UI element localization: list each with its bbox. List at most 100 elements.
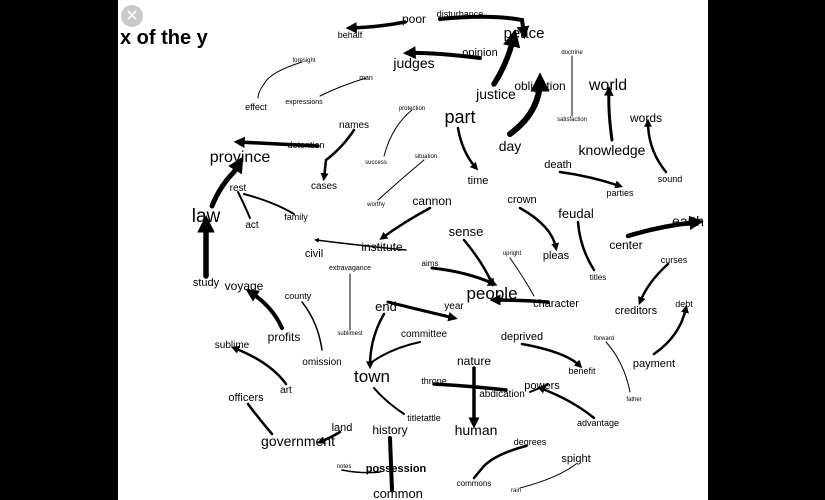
edge-knowledge-world	[603, 86, 614, 142]
word-situation: situation	[415, 154, 437, 160]
word-sound: sound	[658, 174, 683, 184]
edge-foresight-effect	[257, 61, 303, 99]
word-family: family	[284, 212, 308, 222]
word-earth: earth	[672, 213, 704, 229]
edge-curses-creditors	[638, 262, 670, 305]
word-notes: notes	[337, 464, 352, 470]
edge-titletattle-town	[373, 387, 405, 415]
word-civil: civil	[305, 248, 323, 260]
word-study: study	[193, 277, 220, 289]
word-world: world	[588, 77, 627, 94]
edge-protection-success	[383, 109, 413, 157]
word-common: common	[373, 486, 423, 500]
edge-family-rest	[243, 193, 295, 215]
word-expressions: expressions	[285, 99, 323, 106]
word-judges: judges	[392, 55, 434, 71]
edge-committee-town	[371, 341, 421, 363]
edge-profits-voyage	[245, 289, 284, 330]
edge-land-government	[317, 430, 342, 444]
word-spight: spight	[561, 453, 590, 465]
edge-institute-civil	[314, 237, 407, 251]
word-opinion: opinion	[462, 47, 497, 59]
edge-opinion-judges	[402, 46, 482, 60]
word-effect: effect	[245, 102, 267, 112]
word-officers: officers	[228, 392, 264, 404]
word-part: part	[444, 107, 475, 127]
diagram-canvas: disturbance poor behalf peace judges opi…	[118, 0, 708, 500]
edge-day-obligation	[507, 72, 550, 137]
word-cases: cases	[311, 181, 337, 192]
edge-aims-people	[430, 266, 498, 286]
word-province: province	[210, 149, 271, 166]
edge-spight-rain	[519, 463, 577, 489]
word-throne: throne	[421, 376, 447, 386]
edge-character-people	[489, 294, 550, 306]
word-character: character	[533, 298, 579, 310]
edge-sound-words	[644, 118, 668, 174]
edge-forward-father	[605, 341, 631, 393]
edge-advantage-powers	[537, 385, 596, 420]
edge-detention-province	[233, 136, 320, 148]
edge-degrees-commons	[472, 444, 528, 480]
word-behalf: behalf	[338, 30, 363, 40]
edge-man-expressions	[319, 77, 367, 97]
word-titletattle: titletattle	[407, 413, 441, 423]
word-creditors: creditors	[615, 305, 658, 317]
word-deprived: deprived	[501, 331, 543, 343]
word-land: land	[332, 422, 353, 434]
edge-history-common	[388, 436, 394, 492]
word-history: history	[372, 423, 407, 437]
edge-throne-abdication	[432, 382, 508, 392]
word-possession: possession	[366, 463, 427, 475]
page-title: x of the y	[120, 27, 208, 49]
edge-end-year	[386, 300, 458, 322]
word-worthy: worthy	[366, 202, 385, 208]
word-justice: justice	[475, 86, 516, 102]
edge-names-cases	[320, 128, 356, 182]
word-protection: protection	[399, 106, 425, 112]
word-debt: debt	[675, 299, 693, 309]
edge-death-parties	[558, 170, 624, 189]
word-extravagance: extravagance	[329, 265, 371, 272]
word-titles: titles	[590, 273, 606, 282]
word-knowledge: knowledge	[579, 142, 646, 158]
edge-law-province	[209, 156, 244, 209]
word-art: art	[280, 385, 292, 396]
edge-poor-behalf	[345, 20, 407, 34]
word-upright: upright	[503, 251, 522, 257]
word-abdication: abdication	[479, 389, 525, 400]
word-cannon: cannon	[412, 194, 451, 208]
edge-upright-character	[509, 257, 535, 297]
edge-officers-government	[246, 402, 274, 436]
edge-act-rest	[237, 191, 251, 219]
edge-center-earth	[625, 215, 704, 239]
word-peace: peace	[504, 25, 545, 42]
word-forward: forward	[594, 336, 614, 342]
word-pleas: pleas	[543, 250, 570, 262]
word-day: day	[499, 138, 522, 154]
word-names: names	[339, 120, 369, 131]
word-labels: disturbance poor behalf peace judges opi…	[192, 9, 704, 500]
edge-poor-peace	[438, 14, 530, 40]
edge-notes-possession	[341, 469, 381, 474]
edge-debt-payment	[652, 304, 689, 356]
edge-cannon-institute	[379, 206, 432, 240]
edge-justice-peace	[491, 29, 521, 87]
word-sublimest: sublimest	[337, 331, 363, 337]
word-voyage: voyage	[225, 279, 264, 293]
word-sublime: sublime	[215, 340, 250, 351]
word-center: center	[609, 238, 642, 252]
word-curses: curses	[661, 255, 688, 265]
edge-art-sublime	[231, 346, 288, 386]
edge-end-town	[366, 312, 386, 370]
edge-county-omission	[301, 301, 323, 351]
word-law: law	[192, 206, 221, 227]
word-payment: payment	[633, 358, 675, 370]
edge-deprived-benefit	[520, 342, 583, 369]
word-act: act	[245, 220, 259, 231]
word-aims: aims	[422, 259, 439, 268]
close-button[interactable]: ✕	[121, 5, 143, 27]
word-man: man	[359, 75, 373, 82]
word-nature: nature	[457, 354, 491, 368]
